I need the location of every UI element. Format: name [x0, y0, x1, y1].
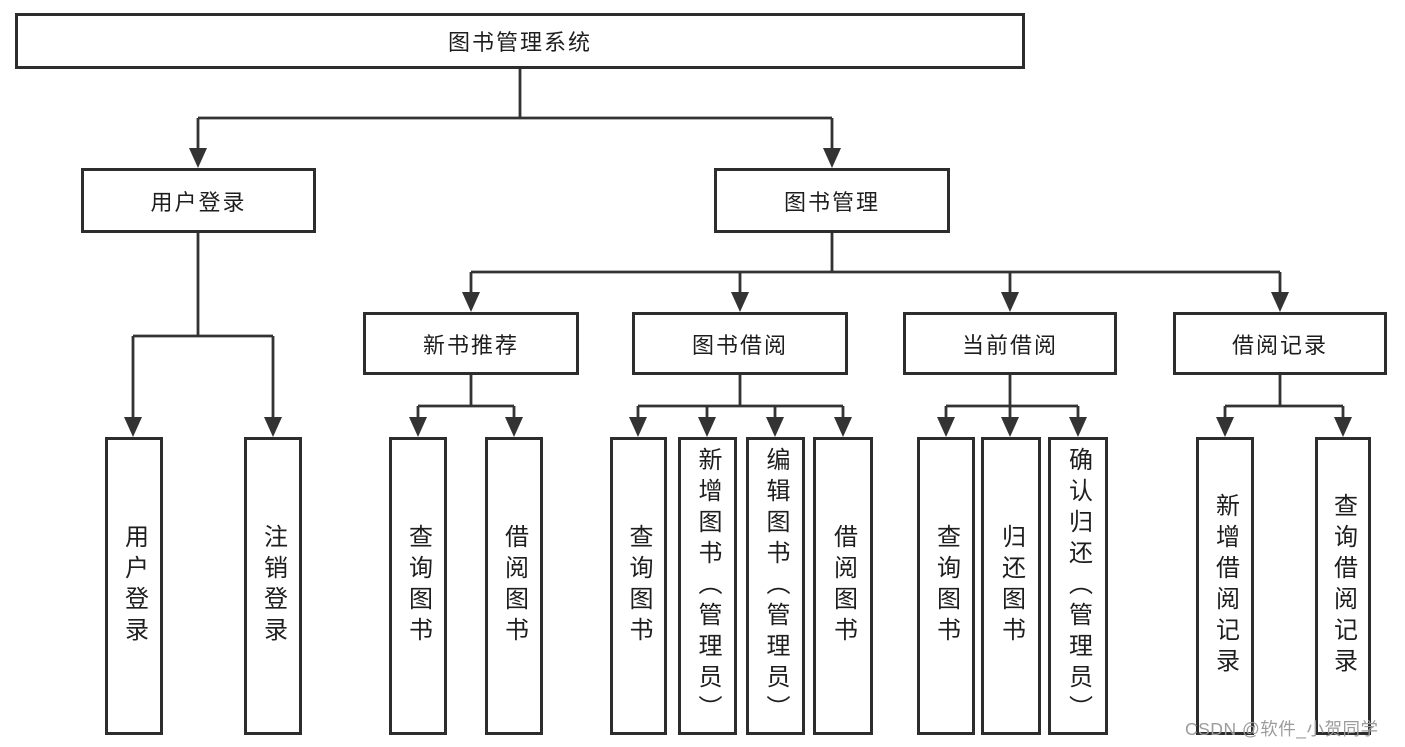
leaf-borrow-books-recommend: 借阅图书	[485, 437, 543, 735]
node-current-borrowing: 当前借阅	[903, 312, 1117, 375]
leaf-edit-books-admin: 编辑图书（管理员）	[746, 437, 805, 735]
arrowhead-icon	[1001, 292, 1019, 312]
leaf-borrow-books: 借阅图书	[813, 437, 873, 735]
leaf-user-login: 用户登录	[105, 437, 163, 735]
arrowhead-icon	[409, 417, 427, 437]
arrowhead-icon	[1001, 417, 1019, 437]
arrowhead-icon	[766, 417, 784, 437]
leaf-return-books: 归还图书	[981, 437, 1041, 735]
arrowhead-icon	[189, 148, 207, 168]
arrowhead-icon	[823, 148, 841, 168]
arrowhead-icon	[731, 292, 749, 312]
leaf-add-books-admin: 新增图书（管理员）	[678, 437, 737, 735]
arrowhead-icon	[462, 292, 480, 312]
leaf-confirm-return-admin: 确认归还（管理员）	[1048, 437, 1108, 735]
node-new-book-recommendation: 新书推荐	[363, 312, 579, 375]
node-user-login: 用户登录	[81, 168, 316, 233]
node-library-management-system: 图书管理系统	[15, 13, 1025, 69]
arrowhead-icon	[1271, 292, 1289, 312]
arrowhead-icon	[937, 417, 955, 437]
leaf-query-borrow-record: 查询借阅记录	[1315, 437, 1371, 735]
arrowhead-icon	[1069, 417, 1087, 437]
node-book-management: 图书管理	[714, 168, 950, 233]
leaf-query-books-borrow: 查询图书	[610, 437, 667, 735]
node-book-borrowing: 图书借阅	[632, 312, 848, 375]
arrowhead-icon	[834, 417, 852, 437]
arrowhead-icon	[264, 417, 282, 437]
arrowhead-icon	[505, 417, 523, 437]
node-borrowing-records: 借阅记录	[1173, 312, 1387, 375]
leaf-add-borrow-record: 新增借阅记录	[1196, 437, 1254, 735]
arrowhead-icon	[1334, 417, 1352, 437]
leaf-query-books-current: 查询图书	[917, 437, 975, 735]
leaf-logout: 注销登录	[244, 437, 302, 735]
arrowhead-icon	[124, 417, 142, 437]
arrowhead-icon	[698, 417, 716, 437]
leaf-query-books-recommend: 查询图书	[389, 437, 447, 735]
watermark-text: CSDN @软件_小贺同学	[1185, 719, 1379, 739]
arrowhead-icon	[629, 417, 647, 437]
arrowhead-icon	[1216, 417, 1234, 437]
